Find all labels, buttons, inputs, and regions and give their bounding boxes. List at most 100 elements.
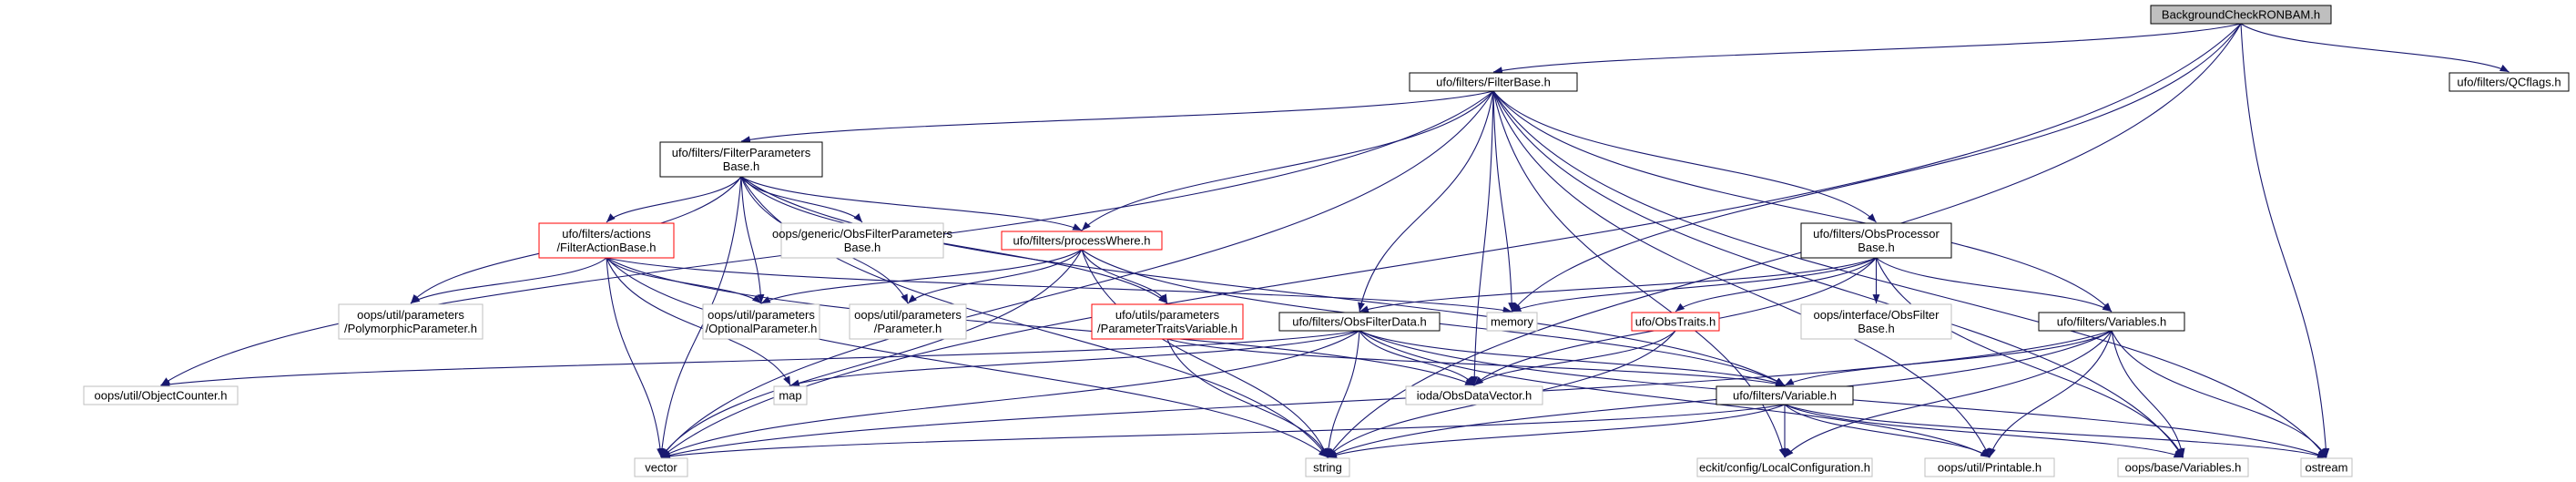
node-oopsvars-box bbox=[2117, 457, 2249, 477]
node-optparam[interactable]: oops/util/parameters/OptionalParameter.h bbox=[702, 303, 820, 340]
edge-filterbase-to-processwhere bbox=[1081, 90, 1494, 231]
node-processwhere-box bbox=[1001, 231, 1163, 251]
edge-filteraction-to-iodaobs bbox=[606, 257, 1475, 386]
edge-root-to-string bbox=[1327, 23, 2242, 458]
edge-variables-to-ostream bbox=[2111, 330, 2327, 458]
edge-variables-to-vector bbox=[660, 330, 2113, 459]
node-printable[interactable]: oops/util/Printable.h bbox=[1924, 457, 2055, 477]
node-memory[interactable]: memory bbox=[1486, 312, 1538, 332]
edge-paramtraits-to-variable bbox=[1166, 338, 1786, 387]
node-map-box bbox=[773, 385, 808, 405]
node-ostream-box bbox=[2300, 457, 2353, 477]
node-qcflags-label-0: ufo/filters/QCflags.h bbox=[2457, 76, 2561, 89]
edge-filteraction-to-string bbox=[606, 257, 1329, 458]
node-obsprocessor-label-0: ufo/filters/ObsProcessor bbox=[1813, 227, 1940, 241]
edge-filterbase-to-oopsvars bbox=[1492, 90, 2184, 458]
node-obsfilterbase-label-0: oops/interface/ObsFilter bbox=[1813, 308, 1940, 322]
node-eckit-box bbox=[1696, 457, 1873, 477]
edge-root-to-filterbase bbox=[1492, 23, 2242, 75]
node-polyparam[interactable]: oops/util/parameters/PolymorphicParamete… bbox=[338, 303, 484, 340]
node-filterparams-label-0: ufo/filters/FilterParameters bbox=[672, 146, 811, 159]
node-filteraction-label-0: ufo/filters/actions bbox=[562, 227, 651, 241]
node-filteraction[interactable]: ufo/filters/actions/FilterActionBase.h bbox=[538, 222, 675, 259]
node-vector[interactable]: vector bbox=[634, 457, 688, 477]
node-variables[interactable]: ufo/filters/Variables.h bbox=[2038, 312, 2185, 332]
edge-filteraction-to-memory bbox=[606, 257, 1512, 314]
edge-variables-to-printable bbox=[1989, 330, 2113, 458]
node-map-label-0: map bbox=[779, 389, 801, 403]
node-root[interactable]: BackgroundCheckRONBAM.h bbox=[2150, 5, 2332, 25]
node-oopsvars[interactable]: oops/base/Variables.h bbox=[2117, 457, 2249, 477]
node-filterbase[interactable]: ufo/filters/FilterBase.h bbox=[1409, 72, 1578, 92]
node-qcflags-box bbox=[2449, 72, 2570, 92]
edge-filterbase-to-memory bbox=[1492, 90, 1516, 313]
node-filterparams-box bbox=[659, 141, 823, 178]
node-ostream-label-0: ostream bbox=[2306, 461, 2348, 475]
node-polyparam-label-0: oops/util/parameters bbox=[357, 308, 464, 322]
node-printable-label-0: oops/util/Printable.h bbox=[1938, 461, 2041, 475]
edge-filteraction-to-optparam bbox=[606, 257, 762, 304]
edge-filterbase-to-printable bbox=[1492, 90, 1991, 458]
edge-processwhere-to-optparam bbox=[760, 249, 1083, 304]
edge-root-to-vector bbox=[660, 23, 2242, 458]
node-memory-label-0: memory bbox=[1491, 315, 1533, 329]
edge-filteraction-to-map bbox=[606, 257, 791, 386]
edge-obsfilterdata-to-map bbox=[789, 330, 1360, 387]
node-processwhere-label-0: ufo/filters/processWhere.h bbox=[1013, 234, 1150, 248]
node-iodaobs-label-0: ioda/ObsDataVector.h bbox=[1417, 389, 1532, 403]
node-string[interactable]: string bbox=[1305, 457, 1350, 477]
node-filterbase-label-0: ufo/filters/FilterBase.h bbox=[1436, 76, 1551, 89]
node-string-label-0: string bbox=[1313, 461, 1342, 475]
edge-filterbase-to-filterparams bbox=[740, 90, 1494, 143]
edge-variable-to-ostream bbox=[1784, 404, 2327, 459]
node-paramtraits[interactable]: ufo/utils/parameters/ParameterTraitsVari… bbox=[1091, 303, 1244, 340]
node-obsfilterbase-box bbox=[1800, 303, 1952, 340]
node-obsprocessor-box bbox=[1800, 222, 1952, 259]
node-optparam-label-0: oops/util/parameters bbox=[708, 308, 815, 322]
node-oopsvars-label-0: oops/base/Variables.h bbox=[2125, 461, 2242, 475]
node-objcounter[interactable]: oops/util/ObjectCounter.h bbox=[83, 385, 239, 405]
node-ostream[interactable]: ostream bbox=[2300, 457, 2353, 477]
node-variables-box bbox=[2038, 312, 2185, 332]
node-processwhere[interactable]: ufo/filters/processWhere.h bbox=[1001, 231, 1163, 251]
node-param-label-0: oops/util/parameters bbox=[854, 308, 962, 322]
edge-paramtraits-to-string bbox=[1166, 338, 1329, 458]
edge-obsfilterdata-to-iodaobs bbox=[1359, 330, 1475, 386]
node-objcounter-box bbox=[83, 385, 239, 405]
node-obstraits-label-0: ufo/ObsTraits.h bbox=[1635, 315, 1716, 329]
edge-obsprocessor-to-variables bbox=[1876, 257, 2113, 313]
node-eckit[interactable]: eckit/config/LocalConfiguration.h bbox=[1696, 457, 1873, 477]
node-polyparam-box bbox=[338, 303, 484, 340]
edge-filterbase-to-vector bbox=[660, 90, 1494, 458]
edges-layer bbox=[160, 23, 2510, 460]
node-variable-label-0: ufo/filters/Variable.h bbox=[1733, 389, 1837, 403]
node-filterbase-box bbox=[1409, 72, 1578, 92]
node-vector-box bbox=[634, 457, 688, 477]
edge-root-to-ostream bbox=[2240, 23, 2330, 458]
nodes-layer: BackgroundCheckRONBAM.h ufo/filters/Filte… bbox=[83, 5, 2570, 477]
edge-filteraction-to-vector bbox=[606, 257, 665, 458]
node-map[interactable]: map bbox=[773, 385, 808, 405]
node-filteraction-label-1: /FilterActionBase.h bbox=[556, 241, 656, 254]
edge-obsprocessor-to-obsfilterdata bbox=[1359, 257, 1877, 313]
edge-obsprocessor-to-memory bbox=[1512, 257, 1877, 313]
edge-root-to-memory bbox=[1512, 23, 2242, 313]
node-variable[interactable]: ufo/filters/Variable.h bbox=[1716, 385, 1854, 405]
edge-processwhere-to-paramtraits bbox=[1081, 249, 1168, 304]
node-vector-label-0: vector bbox=[645, 461, 677, 475]
node-optparam-box bbox=[702, 303, 820, 340]
node-obstraits[interactable]: ufo/ObsTraits.h bbox=[1631, 312, 1720, 332]
node-iodaobs[interactable]: ioda/ObsDataVector.h bbox=[1405, 385, 1543, 405]
node-obsfilterdata[interactable]: ufo/filters/ObsFilterData.h bbox=[1278, 312, 1441, 332]
edge-variables-to-eckit bbox=[1784, 330, 2113, 458]
edge-obsfilterdata-to-objcounter bbox=[160, 330, 1360, 388]
node-obsfilterdata-label-0: ufo/filters/ObsFilterData.h bbox=[1292, 315, 1426, 329]
node-param[interactable]: oops/util/parameters/Parameter.h bbox=[849, 303, 967, 340]
node-qcflags[interactable]: ufo/filters/QCflags.h bbox=[2449, 72, 2570, 92]
node-filterparams-label-1: Base.h bbox=[723, 159, 759, 173]
edge-variables-to-oopsvars bbox=[2111, 330, 2185, 458]
